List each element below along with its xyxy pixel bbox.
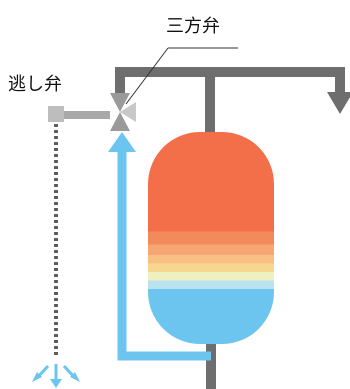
three-way-valve-label: 三方弁 [166, 16, 220, 37]
outlet-arrow-icon [327, 92, 350, 114]
three-way-valve-icon [110, 93, 136, 131]
drain-arrows-icon [32, 364, 80, 388]
cold-water-pipe [117, 146, 211, 361]
tank-top-pipe [205, 72, 215, 138]
relief-valve-pipe [55, 111, 110, 119]
cold-water-arrow-icon [108, 132, 136, 152]
tank-bottom-pipe [206, 344, 216, 389]
hot-water-pipe [115, 67, 345, 100]
relief-valve-icon [48, 106, 64, 122]
storage-tank [148, 132, 274, 344]
three-way-valve-leader [125, 47, 169, 105]
relief-valve-label: 逃し弁 [8, 74, 62, 95]
